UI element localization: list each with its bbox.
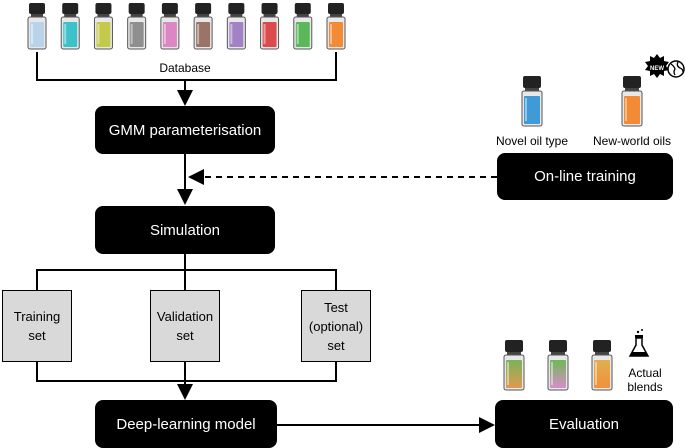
new-world-oil-vial — [621, 76, 643, 127]
database-vial-1 — [27, 3, 47, 50]
new-badge-text: NEW — [650, 66, 664, 72]
sets-top-bracket — [36, 269, 337, 290]
gmm-parameterisation-node: GMM parameterisation — [95, 106, 275, 154]
simulation-node: Simulation — [95, 206, 275, 254]
database-bracket — [36, 52, 337, 81]
globe-icon — [667, 60, 685, 78]
validation-set-box: Validation set — [150, 290, 220, 362]
database-vial-2 — [60, 3, 80, 50]
database-vial-8 — [260, 3, 280, 50]
novel-oil-vial — [521, 76, 543, 127]
novel-oil-type-label: Novel oil type — [495, 134, 569, 148]
database-vial-5 — [160, 3, 180, 50]
database-vial-10 — [326, 3, 346, 50]
new-badge-icon: NEW — [645, 54, 669, 78]
test-set-box: Test (optional) set — [301, 290, 371, 362]
database-vial-7 — [226, 3, 246, 50]
database-vial-9 — [293, 3, 313, 50]
new-oil-vials — [521, 76, 643, 127]
blend-vial-1 — [503, 340, 525, 391]
flask-icon — [628, 329, 650, 357]
deep-learning-model-node: Deep-learning model — [95, 400, 277, 448]
database-vial-6 — [193, 3, 213, 50]
training-set-box: Training set — [2, 290, 72, 362]
database-vial-3 — [93, 3, 113, 50]
blend-vial-3 — [591, 340, 613, 391]
actual-blend-vials — [503, 340, 613, 391]
sets-bottom-bracket — [36, 362, 337, 382]
evaluation-node: Evaluation — [495, 400, 673, 448]
blend-vial-2 — [547, 340, 569, 391]
actual-blends-label: Actual blends — [627, 366, 663, 394]
new-world-oils-label: New-world oils — [592, 134, 672, 148]
database-vials — [27, 3, 346, 50]
database-vial-4 — [127, 3, 147, 50]
database-label: Database — [159, 61, 211, 75]
online-training-node: On-line training — [497, 153, 673, 200]
